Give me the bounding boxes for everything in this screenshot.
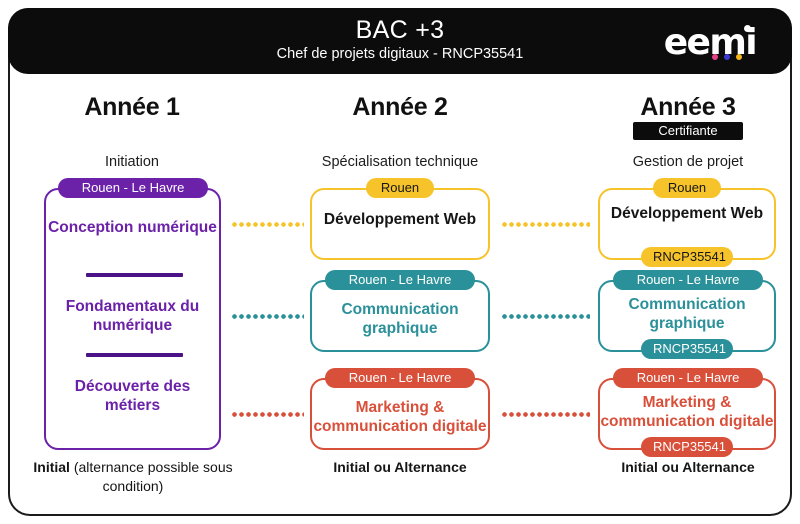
year1-item-1-label: Conception numérique	[48, 219, 217, 236]
year3-mode-bold: Initial ou Alternance	[621, 459, 755, 475]
year3-box-2-label: Communication graphique	[628, 296, 746, 332]
year1-divider-2	[86, 353, 183, 357]
year2-mode-bold: Initial ou Alternance	[333, 459, 467, 475]
column-title-year-3: Année 3	[640, 93, 736, 121]
logo-dot-pink-icon	[712, 54, 718, 60]
connector-year1-year2-marketing	[232, 412, 304, 417]
year2-box-marketing-communication-digitale[interactable]: Marketing & communication digitale	[310, 378, 490, 450]
year3-box-1-rncp-pill: RNCP35541	[641, 247, 733, 267]
year2-mode-footer: Initial ou Alternance	[290, 458, 510, 477]
year1-divider-1	[86, 273, 183, 277]
year1-mode-bold: Initial	[33, 459, 70, 475]
year2-box-1-label: Développement Web	[323, 211, 477, 228]
year3-box-1-campus-pill: Rouen	[653, 178, 721, 198]
year2-box-2-label: Communication graphique	[341, 301, 459, 337]
year1-mode-footer: Initial (alternance possible sous condit…	[20, 458, 246, 496]
year2-box-3-campus-pill: Rouen - Le Havre	[325, 368, 475, 388]
year1-campus-pill: Rouen - Le Havre	[58, 178, 208, 198]
year2-box-communication-graphique[interactable]: Communication graphique	[310, 280, 490, 352]
eemi-logo: eemi	[646, 23, 758, 68]
year3-box-1-label: Développement Web	[610, 205, 764, 222]
year1-item-3-label: Découverte des métiers	[74, 378, 191, 414]
year3-box-3-rncp-pill: RNCP35541	[641, 437, 733, 457]
logo-i-dot-icon	[744, 25, 751, 32]
year2-box-1-campus-pill: Rouen	[366, 178, 434, 198]
year2-box-developpement-web[interactable]: Développement Web	[310, 188, 490, 260]
year3-mode-footer: Initial ou Alternance	[578, 458, 798, 477]
year3-box-2-rncp-pill: RNCP35541	[641, 339, 733, 359]
logo-dot-yellow-icon	[736, 54, 742, 60]
connector-year1-year2-web	[232, 222, 304, 227]
year1-item-2-label: Fondamentaux du numérique	[65, 298, 200, 334]
connector-year2-year3-marketing	[502, 412, 590, 417]
year1-mode-rest: (alternance possible sous condition)	[69, 459, 233, 494]
year3-box-3-campus-pill: Rouen - Le Havre	[613, 368, 763, 388]
year3-box-3-label: Marketing & communication digitale	[600, 394, 774, 430]
year2-box-2-campus-pill: Rouen - Le Havre	[325, 270, 475, 290]
connector-year1-year2-graphique	[232, 314, 304, 319]
column-subtitle-year-1: Initiation	[104, 154, 159, 170]
header-bar: BAC +3 Chef de projets digitaux - RNCP35…	[8, 8, 792, 74]
year1-program-box[interactable]: Conception numérique Fondamentaux du num…	[44, 188, 221, 450]
column-subtitle-year-2: Spécialisation technique	[321, 154, 479, 170]
page-title: BAC +3	[355, 16, 445, 44]
column-title-year-1: Année 1	[84, 93, 180, 121]
year3-box-2-campus-pill: Rouen - Le Havre	[613, 270, 763, 290]
year2-box-3-label: Marketing & communication digitale	[313, 399, 487, 435]
column-title-year-2: Année 2	[352, 93, 448, 121]
column-subtitle-year-3: Gestion de projet	[632, 154, 744, 170]
connector-year2-year3-graphique	[502, 314, 590, 319]
certifiante-badge: Certifiante	[633, 122, 743, 140]
logo-dot-blue-icon	[724, 54, 730, 60]
page-subtitle: Chef de projets digitaux - RNCP35541	[276, 46, 524, 62]
connector-year2-year3-web	[502, 222, 590, 227]
